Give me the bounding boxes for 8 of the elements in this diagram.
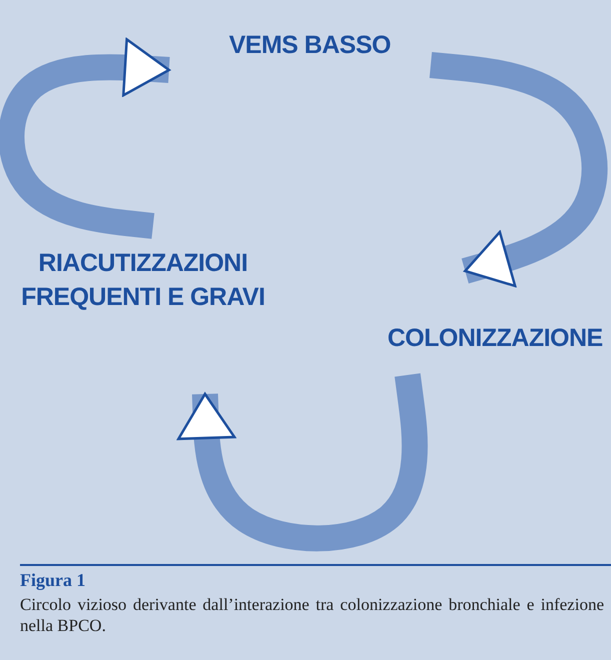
node-label: COLONIZZAZIONE bbox=[388, 323, 603, 354]
figure-caption: Circolo vizioso derivante dall’interazione tra colonizzazione bronchiale e infezione nella BPCO. bbox=[20, 594, 604, 636]
node-label: RIACUTIZZAZIONI FREQUENTI E GRAVI bbox=[20, 248, 266, 313]
curved-arrow bbox=[430, 52, 608, 288]
node-label: VEMS BASSO bbox=[229, 30, 391, 61]
curved-arrow bbox=[177, 373, 428, 552]
curved-arrow bbox=[0, 38, 170, 239]
figure-title: Figura 1 bbox=[20, 570, 86, 591]
